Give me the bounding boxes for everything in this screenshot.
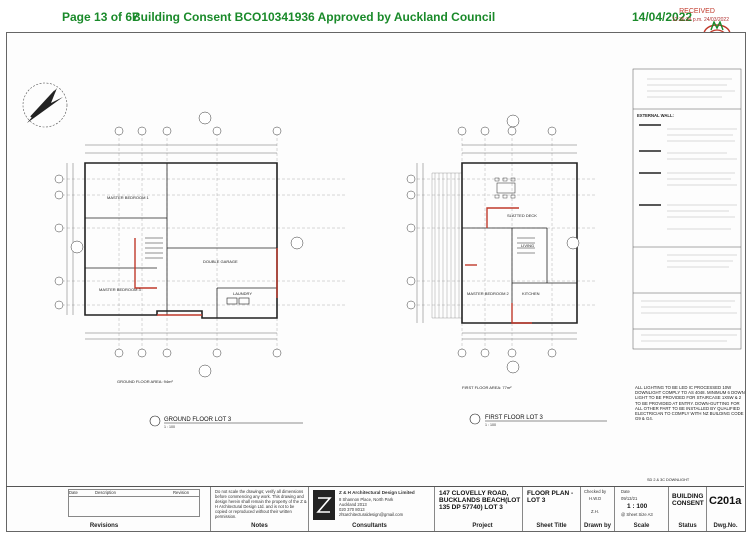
- consent-text: Building Consent BCO10341936 Approved by…: [132, 10, 496, 24]
- consultants-caption: Consultants: [352, 523, 387, 529]
- room-label: MASTER BEDROOM 2: [467, 291, 510, 296]
- company-address: 8 Shannon Place, North Park Auckland 201…: [339, 497, 404, 517]
- checked-by-value: H.W.D: [589, 496, 602, 501]
- notes-caption: Notes: [251, 523, 268, 529]
- room-label: LIVING: [521, 243, 534, 248]
- floor-plan-drawing: MASTER BEDROOM 1 DOUBLE GARAGE LAUNDRY M…: [22, 68, 742, 482]
- project-text: 147 CLOVELLY ROAD, BUCKLANDS BEACH(LOT 1…: [439, 490, 521, 511]
- drawing-number: C201a: [709, 495, 742, 507]
- scale-value: 1 : 100: [627, 503, 648, 510]
- drawn-by-caption: Drawn by: [583, 523, 611, 529]
- received-label: RECEIVED: [679, 8, 715, 15]
- consultants-cell: Z & H Architectural Design Limited 8 Sha…: [308, 487, 430, 531]
- scale-cell: Date 09/13/21 1 : 100 @ Sheet Size A3 Sc…: [614, 487, 668, 531]
- north-arrow-icon: [22, 82, 68, 128]
- plan-title: GROUND FLOOR LOT 3: [164, 417, 232, 423]
- first-floor-plan: [406, 114, 597, 374]
- revision-header-revision: Revision: [173, 490, 190, 495]
- downlight-legend: SD 2 & 3C DOWNLIGHT: [647, 478, 690, 482]
- scale-sub: @ Sheet Size A3: [621, 512, 653, 517]
- area-note: GROUND FLOOR AREA: 94m²: [117, 379, 173, 384]
- notes-panel: [632, 68, 742, 350]
- plan-title: FIRST FLOOR LOT 3: [485, 415, 543, 421]
- room-label: MASTER BEDROOM 3: [99, 287, 142, 292]
- ground-floor-plan: [54, 111, 347, 378]
- drawn-by-cell: Checked by H.W.D Z.H. Drawn by: [580, 487, 614, 531]
- sheet-title-cell: FLOOR PLAN - LOT 3 Sheet Title: [522, 487, 580, 531]
- revisions-caption: Revisions: [89, 523, 119, 529]
- room-label: SLATTED DECK: [507, 213, 537, 218]
- area-note: FIRST FLOOR AREA: 77m²: [462, 385, 512, 390]
- room-label: DOUBLE GARAGE: [203, 259, 238, 264]
- status-caption: Status: [678, 523, 697, 529]
- room-label: MASTER BEDROOM 1: [107, 195, 150, 200]
- room-label: KITCHEN: [522, 291, 540, 296]
- page-label: Page 13 of 67: [62, 10, 139, 24]
- drawing-number-caption: Dwg.No.: [713, 523, 738, 529]
- scale-caption: Scale: [633, 523, 650, 529]
- project-caption: Project: [472, 523, 493, 529]
- plan-scale: 1 : 100: [485, 423, 496, 427]
- sheet-title-caption: Sheet Title: [536, 523, 567, 529]
- first-floor-title: FIRST FLOOR LOT 3 1 : 100: [469, 413, 607, 427]
- checked-by-label: Checked by: [584, 489, 607, 494]
- drawing-number-cell: C201a Dwg.No.: [706, 487, 744, 531]
- drawn-by-value: Z.H.: [591, 509, 599, 514]
- sheet-title: FLOOR PLAN - LOT 3: [527, 490, 574, 504]
- title-block: Date Description Revision Revisions Do n…: [6, 486, 744, 531]
- received-stamp: RECEIVED 12:36:34 p.m. 24/03/2022: [672, 8, 729, 24]
- plan-scale: 1 : 100: [164, 425, 175, 429]
- revisions-cell: Date Description Revision Revisions: [6, 487, 202, 531]
- date-label: Date: [621, 489, 630, 494]
- revision-header-description: Description: [95, 490, 116, 495]
- date-value: 09/13/21: [621, 496, 638, 501]
- received-detail: 12:36:34 p.m. 24/03/2022: [672, 17, 729, 23]
- zh-logo-icon: [313, 490, 335, 520]
- status-cell: BUILDING CONSENT Status: [668, 487, 706, 531]
- project-cell: 147 CLOVELLY ROAD, BUCKLANDS BEACH(LOT 1…: [434, 487, 530, 531]
- lighting-notes: ALL LIGHTING TO BE LED IC PROCESSED 10W …: [635, 385, 745, 422]
- drawing-sheet: MASTER BEDROOM 1 DOUBLE GARAGE LAUNDRY M…: [6, 32, 746, 532]
- notes-cell: Do not scale the drawings; verify all di…: [210, 487, 308, 531]
- company-name: Z & H Architectural Design Limited: [339, 490, 415, 495]
- room-label: LAUNDRY: [233, 291, 252, 296]
- header-bar: Page 13 of 67 Building Consent BCO103419…: [0, 6, 750, 28]
- header-date: 14/04/2022: [632, 10, 693, 24]
- notes-text: Do not scale the drawings; verify all di…: [215, 489, 307, 519]
- status-value: BUILDING CONSENT: [672, 493, 704, 507]
- ground-floor-title: GROUND FLOOR LOT 3 1 : 100: [149, 415, 303, 429]
- revision-header-date: Date: [69, 490, 78, 495]
- external-wall-heading: EXTERNAL WALL:: [637, 113, 674, 118]
